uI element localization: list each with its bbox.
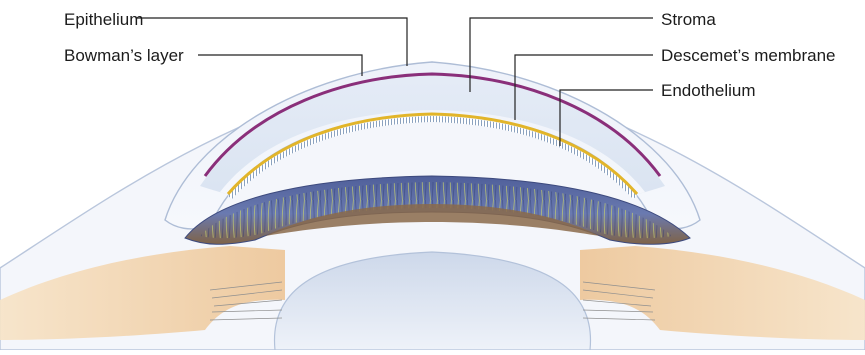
label-stroma: Stroma (661, 10, 716, 30)
leader-line-bowmans-layer (198, 55, 362, 76)
label-descemets-membrane: Descemet’s membrane (661, 46, 835, 66)
label-bowmans-layer: Bowman’s layer (64, 46, 184, 66)
label-epithelium: Epithelium (64, 10, 143, 30)
label-endothelium: Endothelium (661, 81, 756, 101)
